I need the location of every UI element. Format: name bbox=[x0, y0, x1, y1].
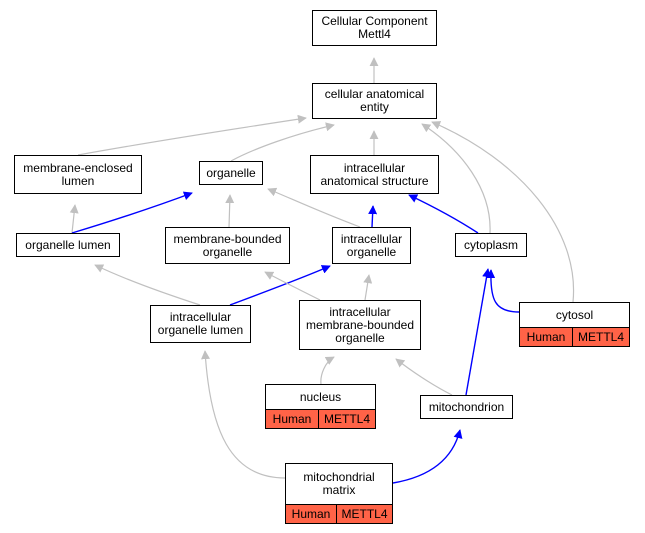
edge-iol-to-io bbox=[229, 265, 331, 306]
node-label: membrane-enclosed lumen bbox=[23, 160, 133, 188]
edge-io-to-ias bbox=[368, 205, 378, 228]
species-label: Human bbox=[520, 328, 573, 346]
annotation-row: Human METTL4 bbox=[266, 409, 375, 428]
annotation-row: Human METTL4 bbox=[520, 327, 629, 346]
node-mitochondrial-matrix[interactable]: mitochondrial matrix Human METTL4 bbox=[285, 463, 393, 524]
edge-mitochondrion-to-imbo bbox=[395, 358, 453, 396]
edge-cytosol-to-cytoplasm bbox=[486, 269, 520, 313]
node-label: intracellular membrane-bounded organelle bbox=[305, 304, 415, 345]
node-label: cytosol bbox=[555, 307, 594, 322]
node-label: membrane-bounded organelle bbox=[173, 231, 282, 259]
edge-mbo-to-organelle bbox=[225, 194, 235, 228]
edge-cytosol-to-cae bbox=[431, 121, 575, 303]
node-intracellular-organelle[interactable]: intracellular organelle bbox=[332, 227, 411, 264]
node-membrane-bounded-organelle[interactable]: membrane-bounded organelle bbox=[165, 227, 290, 264]
edge-mm-to-mitochondrion bbox=[392, 429, 463, 484]
node-label: organelle bbox=[206, 165, 256, 180]
node-label: Cellular Component Mettl4 bbox=[321, 14, 428, 41]
edge-organelle-to-cae bbox=[230, 122, 335, 162]
node-label: cytoplasm bbox=[463, 237, 519, 252]
node-label: mitochondrion bbox=[428, 399, 505, 414]
node-label: cellular anatomical entity bbox=[324, 87, 425, 114]
edge-mitochondrion-to-cytoplasm bbox=[465, 268, 492, 396]
node-cytosol[interactable]: cytosol Human METTL4 bbox=[519, 302, 630, 347]
node-label: intracellular organelle bbox=[340, 231, 403, 259]
species-label: Human bbox=[266, 410, 319, 428]
node-organelle[interactable]: organelle bbox=[199, 161, 263, 185]
edge-io-to-organelle bbox=[267, 187, 361, 228]
node-intracellular-organelle-lumen[interactable]: intracellular organelle lumen bbox=[150, 305, 251, 343]
node-nucleus[interactable]: nucleus Human METTL4 bbox=[265, 384, 376, 429]
node-cellular-anatomical-entity[interactable]: cellular anatomical entity bbox=[312, 83, 437, 119]
edge-nucleus-to-imbo bbox=[320, 356, 335, 385]
edge-mel-to-cae bbox=[77, 114, 307, 156]
edge-ol-to-mel bbox=[69, 204, 79, 234]
edge-ol-to-organelle bbox=[71, 191, 193, 234]
edge-imbo-to-io bbox=[363, 274, 373, 301]
node-mitochondrion[interactable]: mitochondrion bbox=[420, 395, 513, 419]
node-label: nucleus bbox=[299, 389, 342, 404]
gene-label: METTL4 bbox=[323, 411, 370, 426]
node-label: organelle lumen bbox=[25, 237, 111, 252]
node-cellular-component-mettl4[interactable]: Cellular Component Mettl4 bbox=[312, 10, 437, 46]
node-organelle-lumen[interactable]: organelle lumen bbox=[16, 233, 120, 257]
edge-mm-to-iol bbox=[201, 350, 286, 479]
edge-imbo-to-mbo bbox=[264, 271, 321, 301]
node-label: mitochondrial matrix bbox=[303, 470, 375, 497]
gene-label: METTL4 bbox=[341, 506, 388, 521]
annotation-row: Human METTL4 bbox=[286, 504, 392, 523]
node-cytoplasm[interactable]: cytoplasm bbox=[455, 233, 527, 257]
node-membrane-enclosed-lumen[interactable]: membrane-enclosed lumen bbox=[14, 155, 142, 194]
edge-cytoplasm-to-cae bbox=[421, 123, 491, 234]
node-label: intracellular anatomical structure bbox=[320, 160, 429, 188]
edge-cytoplasm-to-ias bbox=[408, 194, 479, 234]
node-label: intracellular organelle lumen bbox=[157, 310, 244, 337]
gene-label: METTL4 bbox=[577, 329, 624, 344]
node-intracellular-anatomical-structure[interactable]: intracellular anatomical structure bbox=[310, 155, 439, 194]
edge-iol-to-ol bbox=[94, 264, 201, 306]
species-label: Human bbox=[286, 505, 337, 523]
node-intracellular-membrane-bounded-organelle[interactable]: intracellular membrane-bounded organelle bbox=[299, 300, 421, 350]
